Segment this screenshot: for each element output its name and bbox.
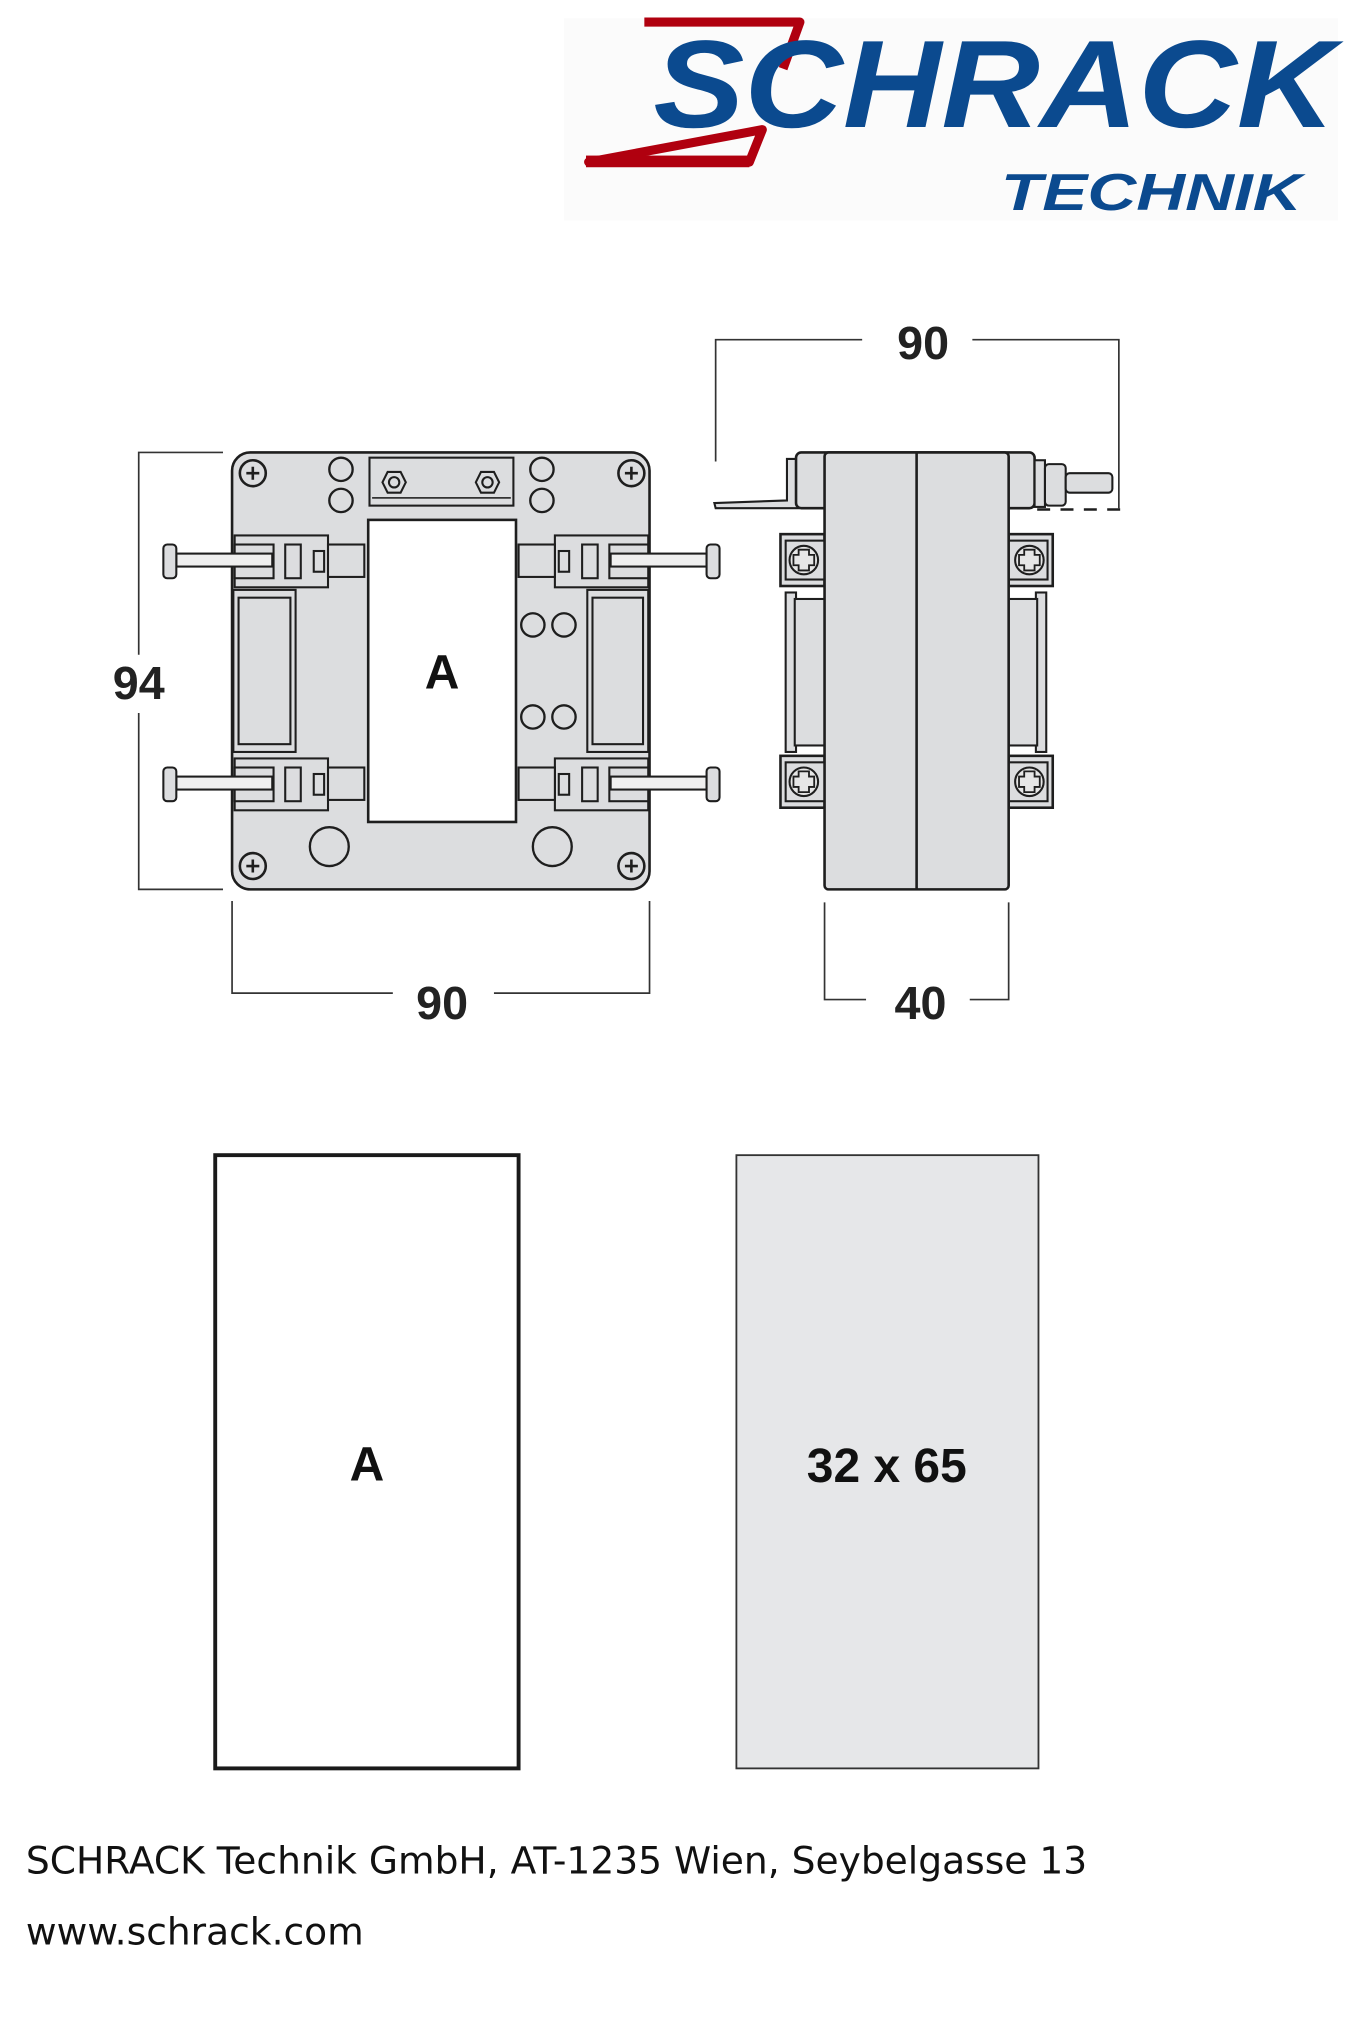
screw-icon <box>617 851 646 881</box>
depth-dimension: 40 <box>895 977 947 1029</box>
company-address: SCHRACK Technik GmbH, AT-1235 Wien, Seyb… <box>26 1838 1087 1882</box>
side-width-dimension: 90 <box>897 317 949 369</box>
aperture-size-label: 32 x 65 <box>807 1440 967 1493</box>
terminal-screw-icon <box>779 532 826 588</box>
aperture-key-label: A <box>350 1439 385 1492</box>
window-label: A <box>425 646 460 699</box>
screw-icon <box>238 851 268 881</box>
logo-brand-text: SCHRACK <box>653 15 1344 154</box>
screw-icon <box>238 458 268 488</box>
width-dimension: 90 <box>416 977 468 1029</box>
terminal-screw-icon <box>1007 532 1055 588</box>
terminal-rod <box>1064 472 1114 494</box>
conductor-window <box>366 518 518 824</box>
screw-icon <box>617 458 646 488</box>
side-view: 90 40 <box>713 317 1122 1029</box>
schrack-logo: SCHRACK TECHNIK <box>563 15 1344 221</box>
aperture-legend: A 32 x 65 <box>213 1153 1040 1771</box>
terminal-screw-icon <box>1007 754 1055 809</box>
height-dimension: 94 <box>113 657 165 709</box>
logo-sub-text: TECHNIK <box>1001 163 1306 221</box>
terminal-screw-icon <box>779 754 826 809</box>
nut-icon <box>1043 463 1067 507</box>
aperture-size-box <box>735 1154 1040 1770</box>
aperture-key-box <box>213 1153 521 1771</box>
front-view: A 94 90 <box>113 451 721 1029</box>
company-website[interactable]: www.schrack.com <box>26 1910 364 1954</box>
